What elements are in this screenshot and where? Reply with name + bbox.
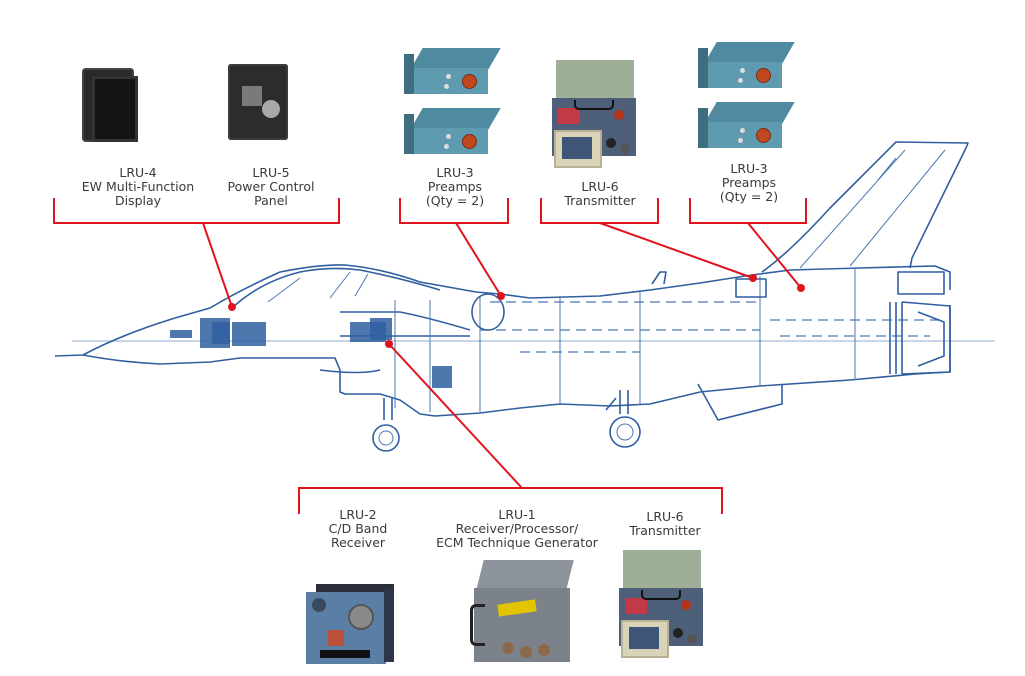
label-lru-3-fwd-qty: (Qty = 2) — [425, 193, 485, 208]
label-lru-4-desc-2: Display — [114, 193, 162, 208]
label-lru-6-bottom: LRU-6 Transmitter — [629, 510, 700, 538]
lru-5-power-panel-image — [228, 64, 290, 142]
location-dot-preamps-aft — [797, 284, 805, 292]
label-lru-6-top: LRU-6 Transmitter — [564, 180, 635, 208]
ventral-fin — [697, 383, 783, 421]
vertical-tail — [761, 141, 969, 273]
lru-6-transmitter-image-bottom — [619, 550, 703, 660]
label-lru-6-bottom-desc: Transmitter — [629, 523, 701, 538]
label-lru-6-bottom-id: LRU-6 — [646, 509, 684, 524]
label-lru-4-desc-1: EW Multi-Function — [81, 179, 195, 194]
location-dot-avionics-bay — [385, 340, 393, 348]
leader-preamps-fwd — [455, 222, 502, 297]
label-lru-3-aft-desc: Preamps — [721, 175, 777, 190]
label-lru-3-fwd-id: LRU-3 — [436, 165, 474, 180]
fuselage-outline-lower — [82, 305, 951, 417]
lru-4-display-image — [78, 60, 138, 142]
label-lru-2-desc-2: Receiver — [330, 535, 386, 550]
lru-3-preamp-image-1 — [404, 48, 501, 94]
canopy — [231, 267, 441, 309]
label-lru-3-aft: LRU-3 Preamps (Qty = 2) — [720, 162, 778, 204]
label-lru-2: LRU-2 C/D Band Receiver — [329, 508, 388, 550]
lru-3-preamp-image-4 — [698, 102, 795, 148]
lru-3-preamp-image-2 — [404, 108, 501, 154]
label-lru-6-top-id: LRU-6 — [581, 179, 619, 194]
label-lru-3-aft-id: LRU-3 — [730, 161, 768, 176]
nose-landing-gear — [383, 398, 393, 420]
label-lru-5-desc-1: Power Control — [227, 179, 315, 194]
leader-cockpit-units — [202, 222, 233, 308]
fuselage-outline-upper — [54, 264, 951, 357]
label-lru-4: LRU-4 EW Multi-Function Display — [82, 166, 194, 208]
exhaust-nozzle — [889, 301, 951, 375]
label-lru-5-desc-2: Panel — [254, 193, 288, 208]
lru-2-receiver-image — [306, 584, 396, 666]
leader-transmitter-aft — [599, 222, 754, 279]
label-lru-1-id: LRU-1 — [498, 507, 536, 522]
lru-3-preamp-image-3 — [698, 42, 795, 88]
bracket-transmitter-aft — [540, 198, 659, 224]
main-landing-gear — [605, 390, 629, 414]
label-lru-2-desc-1: C/D Band — [328, 521, 388, 536]
label-lru-1-desc-2: ECM Technique Generator — [436, 535, 598, 550]
label-lru-3-aft-qty: (Qty = 2) — [719, 189, 779, 204]
leader-preamps-aft — [747, 222, 802, 289]
label-lru-5-id: LRU-5 — [252, 165, 290, 180]
bracket-avionics-bay — [298, 487, 723, 514]
label-lru-3-fwd: LRU-3 Preamps (Qty = 2) — [426, 166, 484, 208]
location-dot-preamps-fwd — [497, 292, 505, 300]
leader-avionics-bay — [388, 343, 523, 489]
bracket-cockpit-units — [53, 198, 340, 224]
label-lru-4-id: LRU-4 — [119, 165, 157, 180]
bracket-preamps-fwd — [399, 198, 509, 224]
label-lru-3-fwd-desc: Preamps — [427, 179, 483, 194]
location-dot-cockpit — [228, 303, 236, 311]
label-lru-1-desc-1: Receiver/Processor/ — [455, 521, 579, 536]
location-dot-transmitter-aft — [749, 274, 757, 282]
lru-1-processor-image — [466, 560, 574, 664]
label-lru-2-id: LRU-2 — [339, 507, 377, 522]
label-lru-5: LRU-5 Power Control Panel — [228, 166, 315, 208]
label-lru-1: LRU-1 Receiver/Processor/ ECM Technique … — [436, 508, 598, 550]
label-lru-6-top-desc: Transmitter — [564, 193, 636, 208]
lru-6-transmitter-image-top — [552, 60, 636, 170]
